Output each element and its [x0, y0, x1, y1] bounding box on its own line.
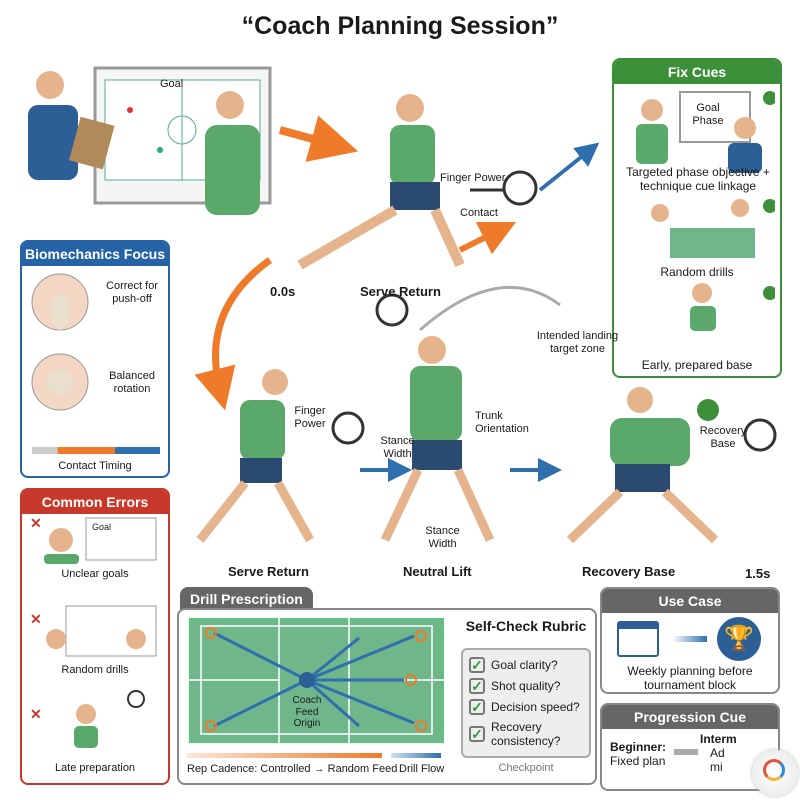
fix-board-label: Goal Phase — [692, 102, 724, 127]
coach-feed-label: Coach Feed Origin — [292, 695, 322, 729]
intermediate-label: Interm — [700, 732, 737, 746]
errors-illustration: ✕ ✕ ✕ — [30, 515, 157, 748]
cadence-label: Rep Cadence: Controlled → Random Feed — [187, 763, 398, 775]
action-sequence-illustration — [194, 94, 600, 543]
svg-text:✕: ✕ — [30, 515, 42, 531]
arrow-icon — [674, 749, 698, 755]
error-board-label: Goal — [92, 522, 112, 532]
stance-width-label: Stance Width — [425, 525, 460, 550]
fix-cues-illustration — [636, 91, 775, 331]
biomechanics-header: Biomechanics Focus — [22, 242, 168, 266]
error-item: Unclear goals — [61, 568, 129, 580]
progression-header: Progression Cue — [602, 705, 778, 729]
intermediate-text: Ad — [710, 746, 725, 760]
check-icon: ✓ — [469, 657, 485, 673]
svg-text:✕: ✕ — [30, 611, 42, 627]
phase-label: Neutral Lift — [403, 564, 472, 579]
error-item: Random drills — [61, 664, 129, 676]
biomechanics-panel: Biomechanics Focus Correct for push-off … — [20, 240, 170, 478]
rubric-item[interactable]: ✓Decision speed? — [469, 699, 583, 715]
coach-whiteboard-illustration — [28, 66, 272, 215]
page-title: “Coach Planning Session” — [241, 12, 559, 40]
contact-timing-label: Contact Timing — [58, 460, 132, 472]
phase-label: Recovery Base — [582, 564, 676, 579]
arrow-icon — [672, 636, 707, 642]
fix-cues-panel: Fix Cues Goal Phase Targeted phase objec… — [612, 58, 782, 378]
stance-width-label: Stance Width — [380, 435, 415, 460]
recovery-base-label: Recovery Base — [699, 425, 747, 450]
phase-label: Serve Return — [228, 564, 309, 579]
drill-header: Drill Prescription — [180, 587, 313, 611]
svg-text:✕: ✕ — [30, 706, 42, 722]
biomech-item: Balanced rotation — [109, 370, 155, 395]
checkpoint-label: Checkpoint — [498, 762, 554, 774]
fix-cue-item: Random drills — [660, 265, 734, 279]
drill-panel: Coach Feed Origin Rep Cadence: Controlle… — [177, 608, 597, 785]
rubric-item[interactable]: ✓Shot quality? — [469, 678, 583, 694]
check-icon: ✓ — [469, 699, 485, 715]
academy-logo — [752, 750, 798, 796]
time-end: 1.5s — [745, 566, 771, 581]
use-case-header: Use Case — [602, 589, 778, 613]
biomech-item: Correct for push-off — [106, 280, 158, 305]
calendar-icon — [617, 621, 659, 657]
drill-flow-label: Drill Flow — [399, 763, 445, 775]
contact-timing-bar — [32, 447, 160, 454]
fix-cue-item: Early, prepared base — [641, 358, 753, 372]
rubric-clipboard: ✓Goal clarity? ✓Shot quality? ✓Decision … — [461, 648, 591, 758]
error-item: Late preparation — [54, 762, 136, 774]
drill-court — [189, 618, 444, 743]
use-case-panel: Use Case 🏆 Weekly planning before tourna… — [600, 587, 780, 694]
contact-label: Contact — [460, 207, 498, 219]
finger-power-label: Finger Power — [294, 405, 326, 430]
phase-label: Serve Return — [360, 284, 441, 299]
intermediate-text: mi — [710, 760, 723, 774]
rubric-item[interactable]: ✓Goal clarity? — [469, 657, 583, 673]
check-icon: ✓ — [469, 678, 485, 694]
finger-power-label: Finger Power — [440, 172, 506, 184]
rubric-item[interactable]: ✓Recovery consistency? — [469, 720, 583, 748]
use-case-text: Weekly planning before tournament block — [627, 664, 753, 692]
common-errors-panel: Common Errors ✕ ✕ ✕ Goal Unclear goals Ran… — [20, 488, 170, 785]
fix-cue-item: Targeted phase objective + technique cue… — [626, 165, 770, 193]
progression-panel: Progression Cue Beginner: Fixed plan Int… — [600, 703, 780, 791]
time-start: 0.0s — [270, 284, 296, 299]
rubric-title: Self-Check Rubric — [465, 618, 587, 634]
beginner-plan: Fixed plan — [610, 754, 666, 768]
common-errors-header: Common Errors — [22, 490, 168, 514]
fix-cues-header: Fix Cues — [614, 60, 780, 84]
beginner-label: Beginner: — [610, 740, 667, 754]
landing-zone-label: Intended landing target zone — [536, 330, 619, 355]
trunk-orientation-label: Trunk Orientation — [475, 410, 529, 435]
cadence-arrow — [187, 753, 382, 758]
drill-flow-arrow — [391, 753, 441, 758]
check-icon: ✓ — [469, 726, 485, 742]
trophy-icon: 🏆 — [717, 617, 761, 661]
joint-illustration — [31, 273, 89, 411]
goal-label: Goal — [160, 78, 184, 90]
recovery-figure — [566, 387, 777, 544]
